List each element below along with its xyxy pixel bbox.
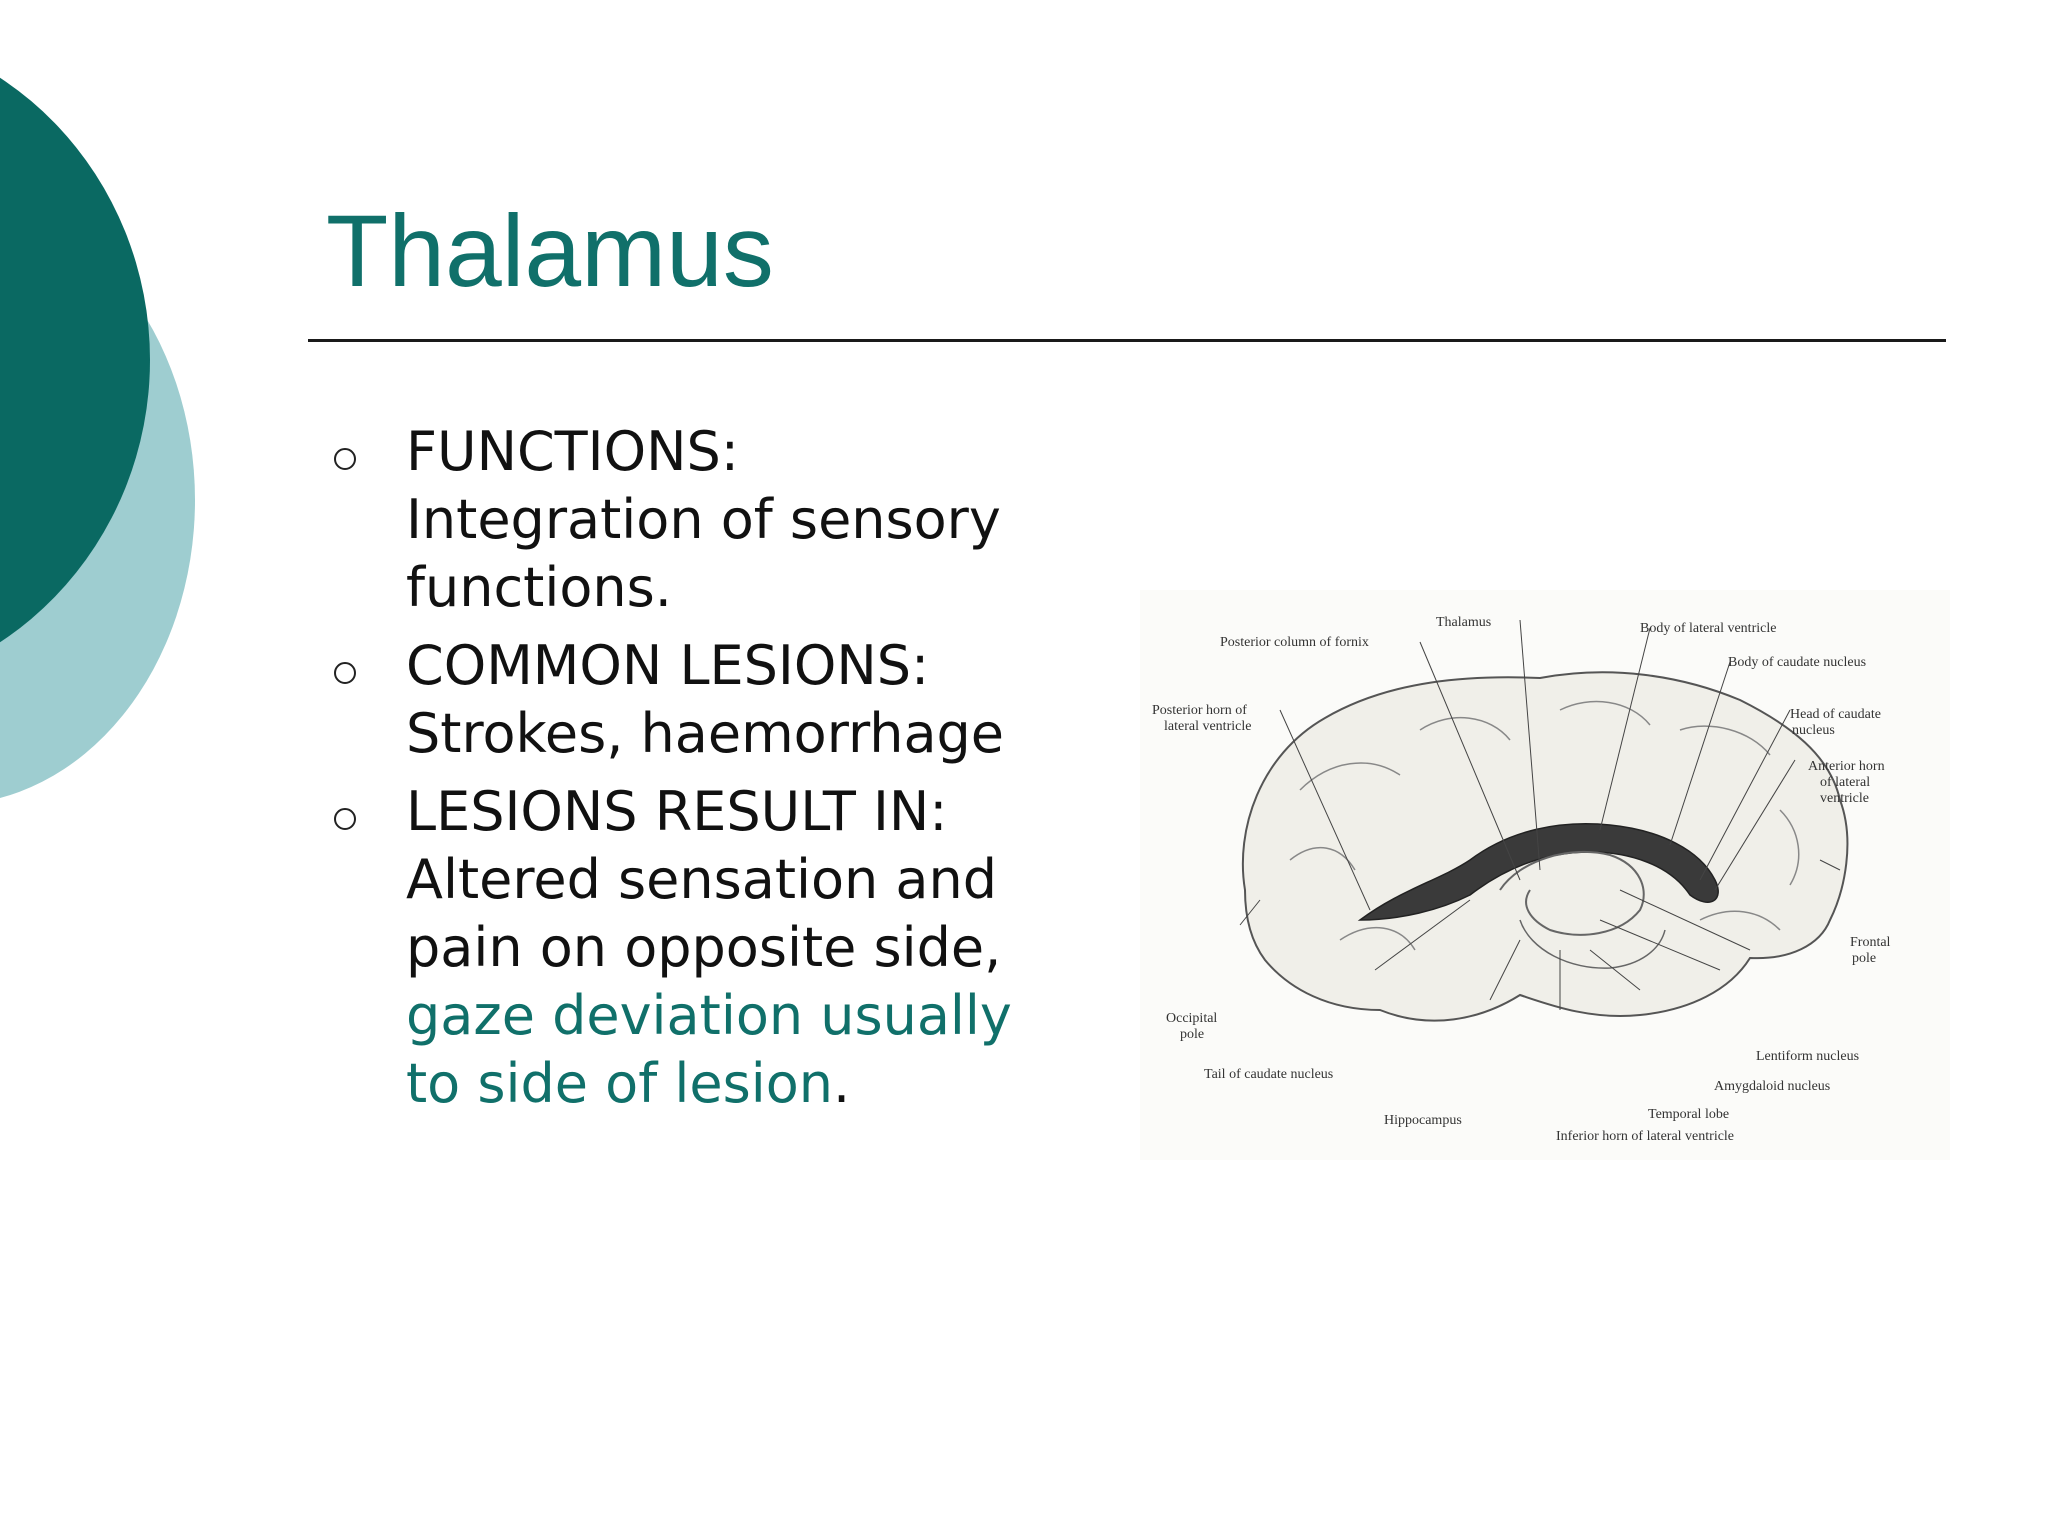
label-tail-caudate: Tail of caudate nucleus: [1204, 1067, 1333, 1082]
bullet-line-last: to side of lesion.: [406, 1050, 1090, 1118]
leader-lines: [1239, 619, 1841, 1010]
bullet-line: Altered sensation and: [406, 848, 998, 911]
label-thalamus: Thalamus: [1436, 615, 1491, 630]
bullet-period: .: [833, 1052, 851, 1115]
bullet-list: FUNCTIONS: Integration of sensory functi…: [330, 418, 1090, 1128]
lateral-ventricle-shape: [1357, 823, 1719, 921]
bullet-line: functions.: [406, 556, 672, 619]
bullet-line-accent: gaze deviation usually: [406, 984, 1012, 1047]
brain-gyri: [1289, 700, 1800, 951]
label-posterior-column-fornix: Posterior column of fornix: [1220, 635, 1369, 650]
title-divider: [308, 339, 1946, 342]
label-occipital-pole: Occipital: [1166, 1011, 1217, 1026]
bullet-line: LESIONS RESULT IN:: [406, 780, 948, 843]
thalamus-curve: [1519, 919, 1666, 969]
bullet-line: pain on opposite side,: [406, 916, 1002, 979]
bullet-common-lesions: COMMON LESIONS: Strokes, haemorrhage: [330, 632, 1090, 768]
label-frontal-pole: Frontal: [1850, 935, 1891, 950]
label-inferior-horn: Inferior horn of lateral ventricle: [1556, 1129, 1734, 1144]
bullet-line: Strokes, haemorrhage: [406, 702, 1005, 765]
label-frontal-pole: pole: [1852, 951, 1876, 966]
label-body-caudate: Body of caudate nucleus: [1728, 655, 1866, 670]
bullet-line: Integration of sensory: [406, 488, 1001, 551]
label-anterior-horn: of lateral: [1820, 775, 1870, 790]
bullet-functions: FUNCTIONS: Integration of sensory functi…: [330, 418, 1090, 622]
caudate-curve: [1499, 851, 1645, 936]
label-anterior-horn: ventricle: [1820, 791, 1869, 806]
brain-diagram-svg: Posterior column of fornix Thalamus Body…: [1140, 590, 1950, 1160]
label-anterior-horn: Anterior horn: [1808, 759, 1885, 774]
label-posterior-horn: lateral ventricle: [1164, 719, 1251, 734]
label-head-caudate: Head of caudate: [1790, 707, 1881, 722]
label-occipital-pole: pole: [1180, 1027, 1204, 1042]
bullet-line: COMMON LESIONS:: [406, 634, 930, 697]
label-amygdaloid: Amygdaloid nucleus: [1714, 1079, 1830, 1094]
bullet-lesions-result: LESIONS RESULT IN: Altered sensation and…: [330, 778, 1090, 1118]
bullet-circle-icon: [334, 448, 356, 470]
brain-illustration: Posterior column of fornix Thalamus Body…: [1140, 590, 1950, 1160]
label-hippocampus: Hippocampus: [1384, 1113, 1462, 1128]
label-lentiform: Lentiform nucleus: [1756, 1049, 1859, 1064]
label-body-lateral-ventricle: Body of lateral ventricle: [1640, 621, 1776, 636]
label-head-caudate: nucleus: [1792, 723, 1835, 738]
label-posterior-horn: Posterior horn of: [1152, 703, 1247, 718]
bullet-accent-text: to side of lesion: [406, 1052, 834, 1115]
slide-title: Thalamus: [326, 194, 774, 308]
label-temporal-lobe: Temporal lobe: [1648, 1107, 1729, 1122]
bullet-circle-icon: [334, 808, 356, 830]
bullet-line: FUNCTIONS:: [406, 420, 739, 483]
bullet-circle-icon: [334, 662, 356, 684]
